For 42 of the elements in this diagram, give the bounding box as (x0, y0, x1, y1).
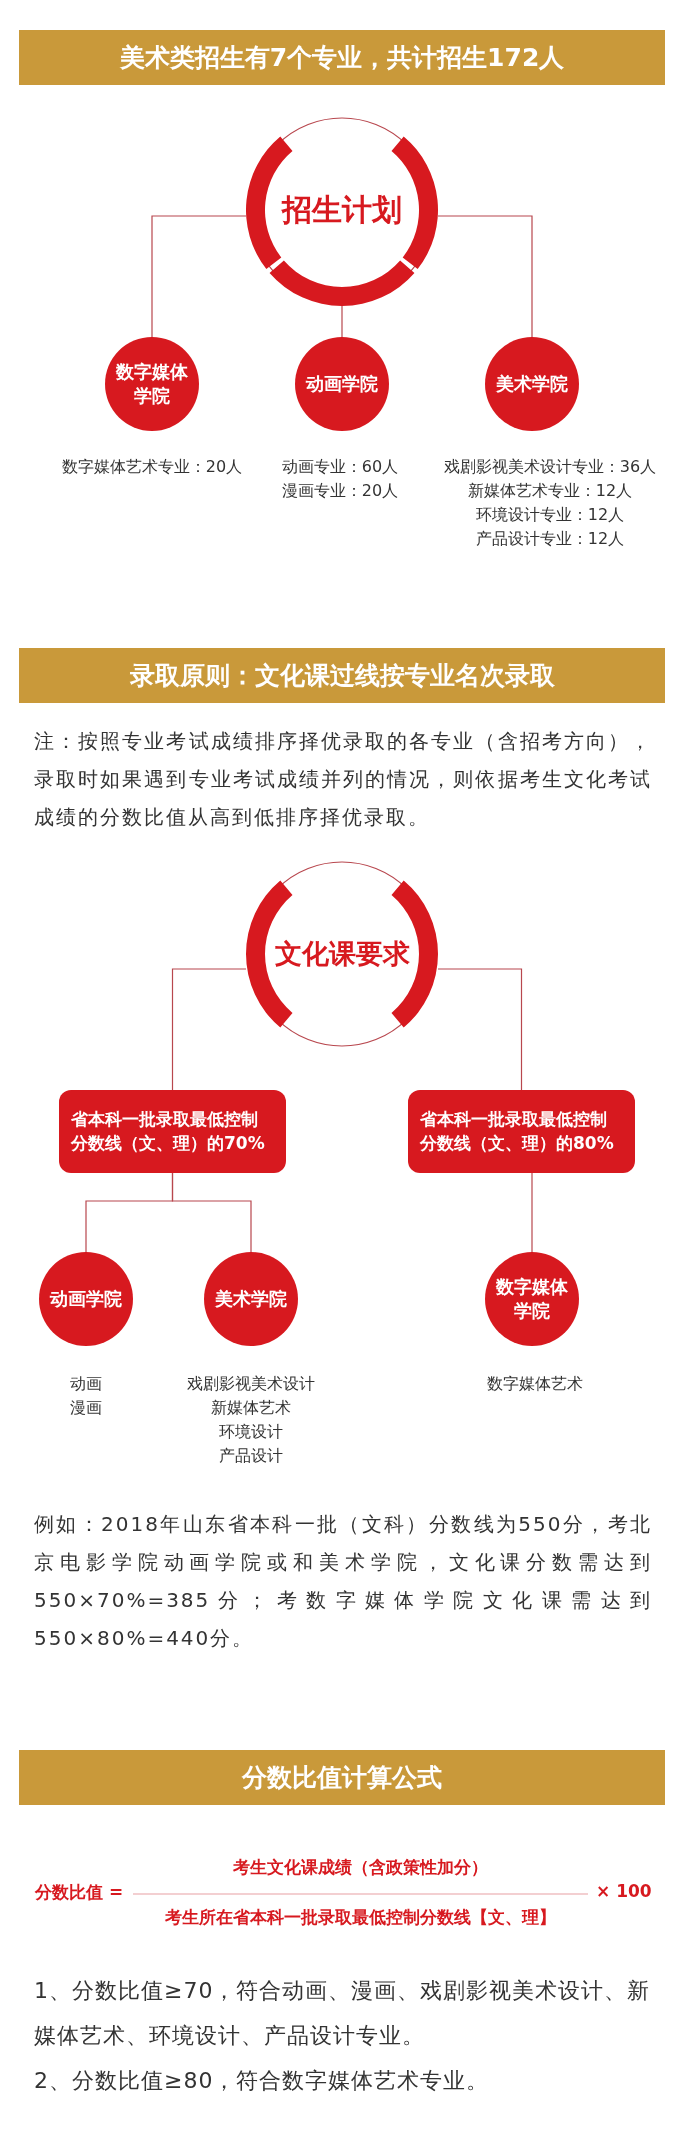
rule-item: 1、分数比值≥70，符合动画、漫画、戏剧影视美术设计、新媒体艺术、环境设计、产品设计专业。 (34, 1977, 652, 2050)
node-label: 美术学院 (496, 371, 568, 396)
note-paragraph: 注：按照专业考试成绩排序择优录取的各专业（含招考方向），录取时如果遇到专业考试成绩并列的情况，则依据考生文化考试成绩的分数比值从高到低排序择优录取。 (34, 728, 652, 831)
connector-line (171, 1172, 252, 1253)
formula-label: 分数比值 = (35, 1881, 124, 1904)
connector-line (341, 305, 343, 338)
requirement-box (408, 1090, 635, 1173)
node-label: 数字媒体学院 (115, 359, 189, 408)
formula-multiplier: × 100 (596, 1881, 652, 1901)
node-label: 省本科一批录取最低控制分数线（文、理）的80% (420, 1107, 615, 1155)
node-label: 动画学院 (306, 371, 378, 396)
major-text: 漫画专业：20人 (280, 480, 400, 502)
example-paragraph: 例如：2018年山东省本科一批（文科）分数线为550分，考北京电影学院动画学院或和美术学院，文化课分数需达到550×70%=385分；考数字媒体学院文化课需达到550×80%=440分。 (34, 1511, 652, 1652)
section-banner: 录取原则：文化课过线按专业名次录取 (19, 648, 665, 703)
major-text: 动画专业：60人 (280, 456, 400, 478)
major-text: 新媒体艺术专业：12人 (466, 480, 634, 502)
rule-item: 2、分数比值≥80，符合数字媒体艺术专业。 (34, 2067, 491, 2095)
node-label: 省本科一批录取最低控制分数线（文、理）的70% (71, 1107, 266, 1155)
node-label: 美术学院 (215, 1286, 287, 1311)
connector-line (437, 215, 533, 338)
major-text: 戏剧影视美术设计专业：36人 (442, 456, 658, 478)
section-banner: 分数比值计算公式 (19, 1750, 665, 1805)
connector-line (437, 968, 523, 1091)
major-text: 环境设计专业：12人 (474, 504, 626, 526)
major-text: 戏剧影视美术设计 (186, 1373, 316, 1395)
major-text: 数字媒体艺术 (486, 1373, 584, 1395)
major-text: 漫画 (69, 1397, 103, 1419)
section-banner: 美术类招生有7个专业，共计招生172人 (19, 30, 665, 85)
major-text: 产品设计 (218, 1445, 284, 1467)
connector-line (531, 1172, 533, 1253)
major-text: 环境设计 (218, 1421, 284, 1443)
node-label: 数字媒体学院 (495, 1274, 569, 1323)
connector-line (171, 968, 247, 1091)
major-text: 产品设计专业：12人 (474, 528, 626, 550)
node-label: 动画学院 (50, 1286, 122, 1311)
major-text: 动画 (69, 1373, 103, 1395)
formula-denominator: 考生所在省本科一批录取最低控制分数线【文、理】 (163, 1906, 557, 1929)
connector-line (151, 215, 247, 338)
formula-numerator: 考生文化课成绩（含政策性加分） (231, 1856, 489, 1879)
major-text: 新媒体艺术 (210, 1397, 292, 1419)
major-text: 数字媒体艺术专业：20人 (60, 456, 244, 478)
requirement-box (59, 1090, 286, 1173)
